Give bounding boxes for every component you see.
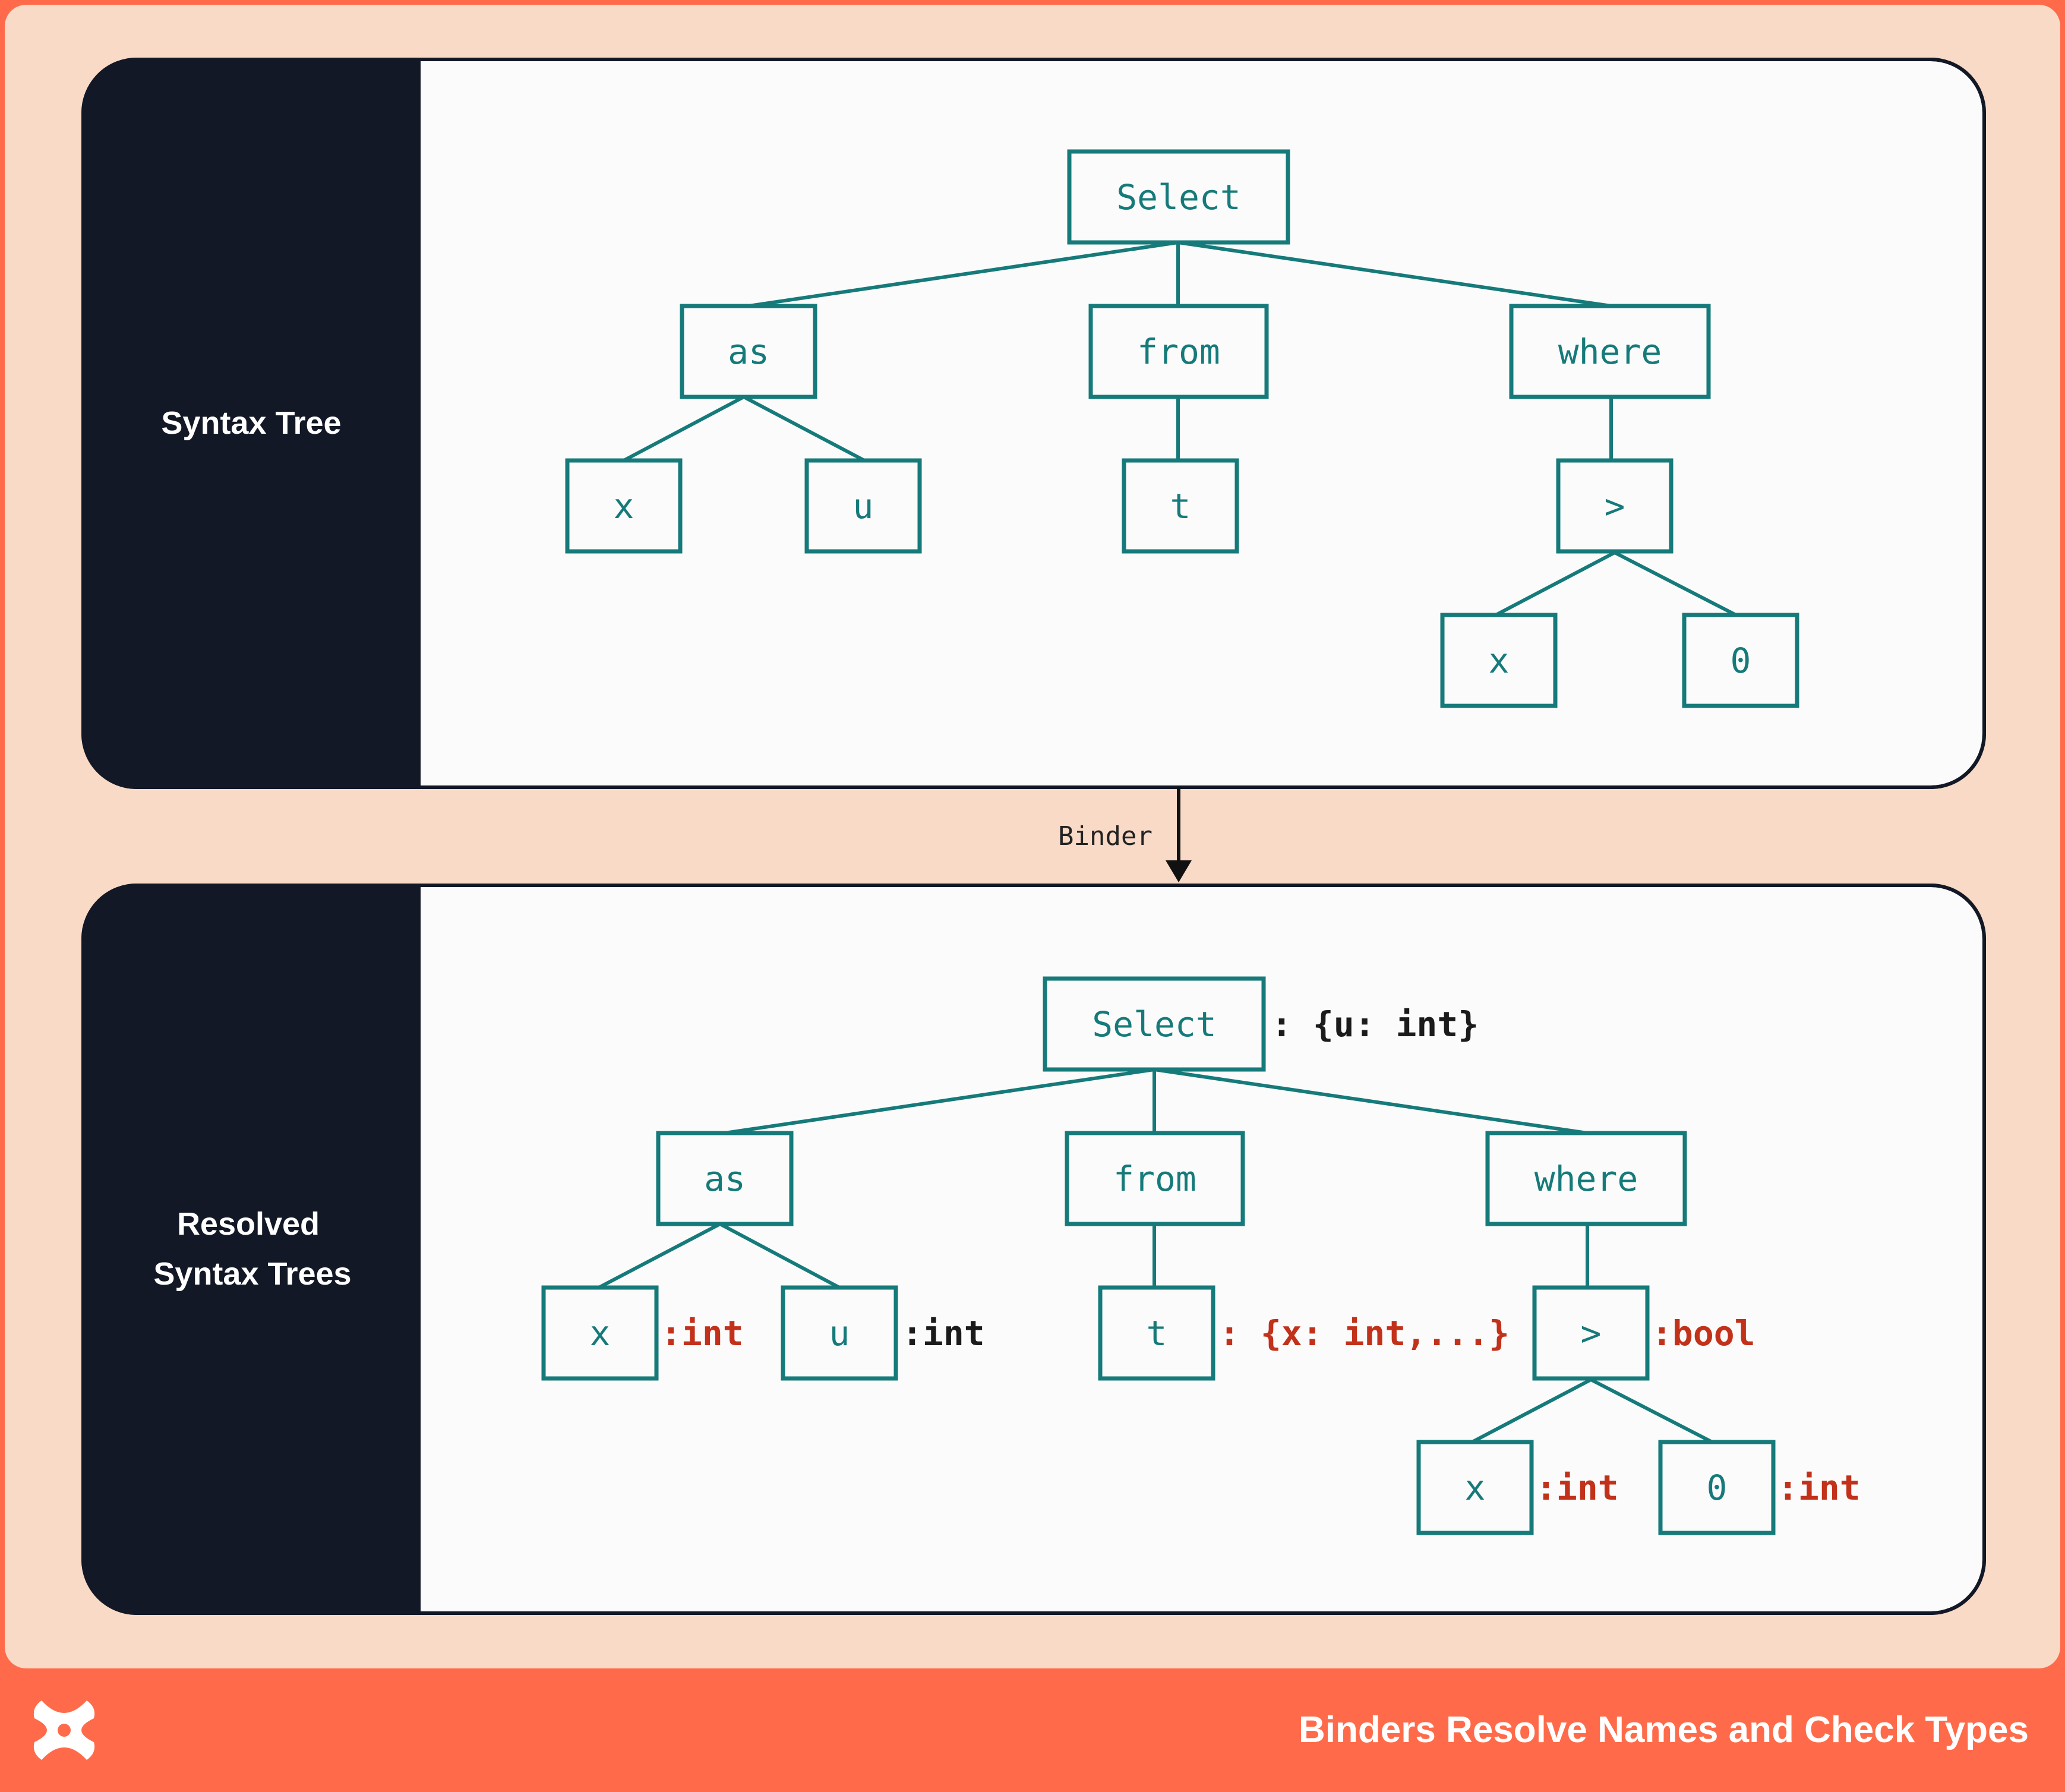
r-node-gt-box	[1532, 1285, 1650, 1381]
footer: Binders Resolve Names and Check Types	[33, 1700, 2029, 1760]
edge-as-x	[623, 395, 745, 462]
r-edge-gt-zero	[1590, 1378, 1713, 1444]
annotation-gt-type: :bool	[1652, 1313, 1755, 1354]
resolved-syntax-trees-panel: Resolved Syntax Trees	[81, 884, 1986, 1615]
r-node-select-label: Select	[1092, 1004, 1217, 1045]
node-t-label: t	[1170, 486, 1191, 526]
edge-select-as	[748, 241, 1179, 308]
r-node-x-label: x	[590, 1313, 611, 1354]
edge-gt-x	[1495, 551, 1616, 617]
r-node-x-box	[541, 1285, 659, 1381]
node-gt-box	[1556, 458, 1674, 554]
r-node-zero-label: 0	[1707, 1468, 1728, 1508]
r-node-u-label: u	[829, 1313, 850, 1354]
node-x2-label: x	[1489, 641, 1510, 681]
node-select-label: Select	[1116, 177, 1241, 217]
x-cross-logo-icon	[33, 1700, 95, 1760]
r-node-as-box	[656, 1131, 794, 1226]
resolved-edges	[598, 1068, 1713, 1444]
syntax-tree-frame	[81, 58, 1986, 789]
resolved-label-line2: Syntax Trees	[153, 1256, 351, 1292]
node-u-box	[804, 458, 922, 554]
r-node-as-label: as	[704, 1159, 746, 1199]
syntax-tree-panel: Syntax Tree Select	[81, 58, 1986, 789]
binder-arrow-head	[1166, 860, 1192, 882]
r-edge-as-x	[598, 1222, 721, 1289]
node-x-box	[565, 458, 683, 554]
node-from-label: from	[1137, 332, 1220, 372]
r-edge-select-as	[724, 1068, 1155, 1135]
node-t-box	[1122, 458, 1239, 554]
node-as-box	[680, 304, 817, 399]
r-node-where-box	[1485, 1131, 1687, 1226]
r-node-u-box	[781, 1285, 898, 1381]
r-node-from-label: from	[1113, 1159, 1196, 1199]
r-edge-select-where	[1154, 1068, 1588, 1135]
syntax-tree-body	[421, 61, 1982, 785]
annotation-u-type: :int	[902, 1313, 985, 1354]
r-node-x2-box	[1416, 1440, 1534, 1535]
resolved-label-line1: Resolved	[177, 1206, 320, 1242]
binder-label: Binder	[1058, 821, 1153, 851]
resolved-body	[421, 887, 1982, 1611]
node-where-label: where	[1558, 332, 1662, 372]
annotation-t-type: : {x: int,...}	[1219, 1313, 1510, 1354]
annotation-select-type: : {u: int}	[1271, 1004, 1479, 1045]
node-gt-label: >	[1605, 486, 1625, 526]
r-node-t-label: t	[1147, 1313, 1167, 1354]
r-node-where-label: where	[1534, 1159, 1638, 1199]
r-node-select-box	[1043, 976, 1266, 1072]
r-edge-as-u	[719, 1222, 841, 1289]
r-node-from-box	[1065, 1131, 1245, 1226]
node-select-box	[1067, 149, 1290, 245]
node-zero-label: 0	[1731, 641, 1751, 681]
resolved-nodes	[541, 976, 1776, 1535]
annotation-x2-type: :int	[1536, 1468, 1619, 1508]
edge-gt-zero	[1614, 551, 1737, 617]
node-from-box	[1088, 304, 1269, 399]
r-node-gt-label: >	[1581, 1313, 1602, 1354]
syntax-tree-edges	[623, 241, 1737, 617]
annotation-x-type: :int	[661, 1313, 744, 1354]
node-x2-box	[1440, 613, 1558, 708]
syntax-tree-nodes	[565, 149, 1799, 708]
binder-arrow: Binder	[1058, 787, 1192, 882]
resolved-frame	[81, 884, 1986, 1615]
r-node-x2-label: x	[1465, 1468, 1486, 1508]
edge-as-u	[743, 395, 866, 462]
r-edge-gt-x	[1471, 1378, 1592, 1444]
node-x-label: x	[614, 486, 634, 526]
node-u-label: u	[853, 486, 874, 526]
syntax-tree-label: Syntax Tree	[161, 405, 341, 441]
r-node-t-box	[1098, 1285, 1215, 1381]
node-as-label: as	[728, 332, 769, 372]
edge-select-where	[1177, 241, 1612, 308]
node-where-box	[1509, 304, 1711, 399]
node-zero-box	[1682, 613, 1799, 708]
footer-title: Binders Resolve Names and Check Types	[1299, 1709, 2029, 1750]
annotation-zero-type: :int	[1777, 1468, 1861, 1508]
r-node-zero-box	[1658, 1440, 1776, 1535]
